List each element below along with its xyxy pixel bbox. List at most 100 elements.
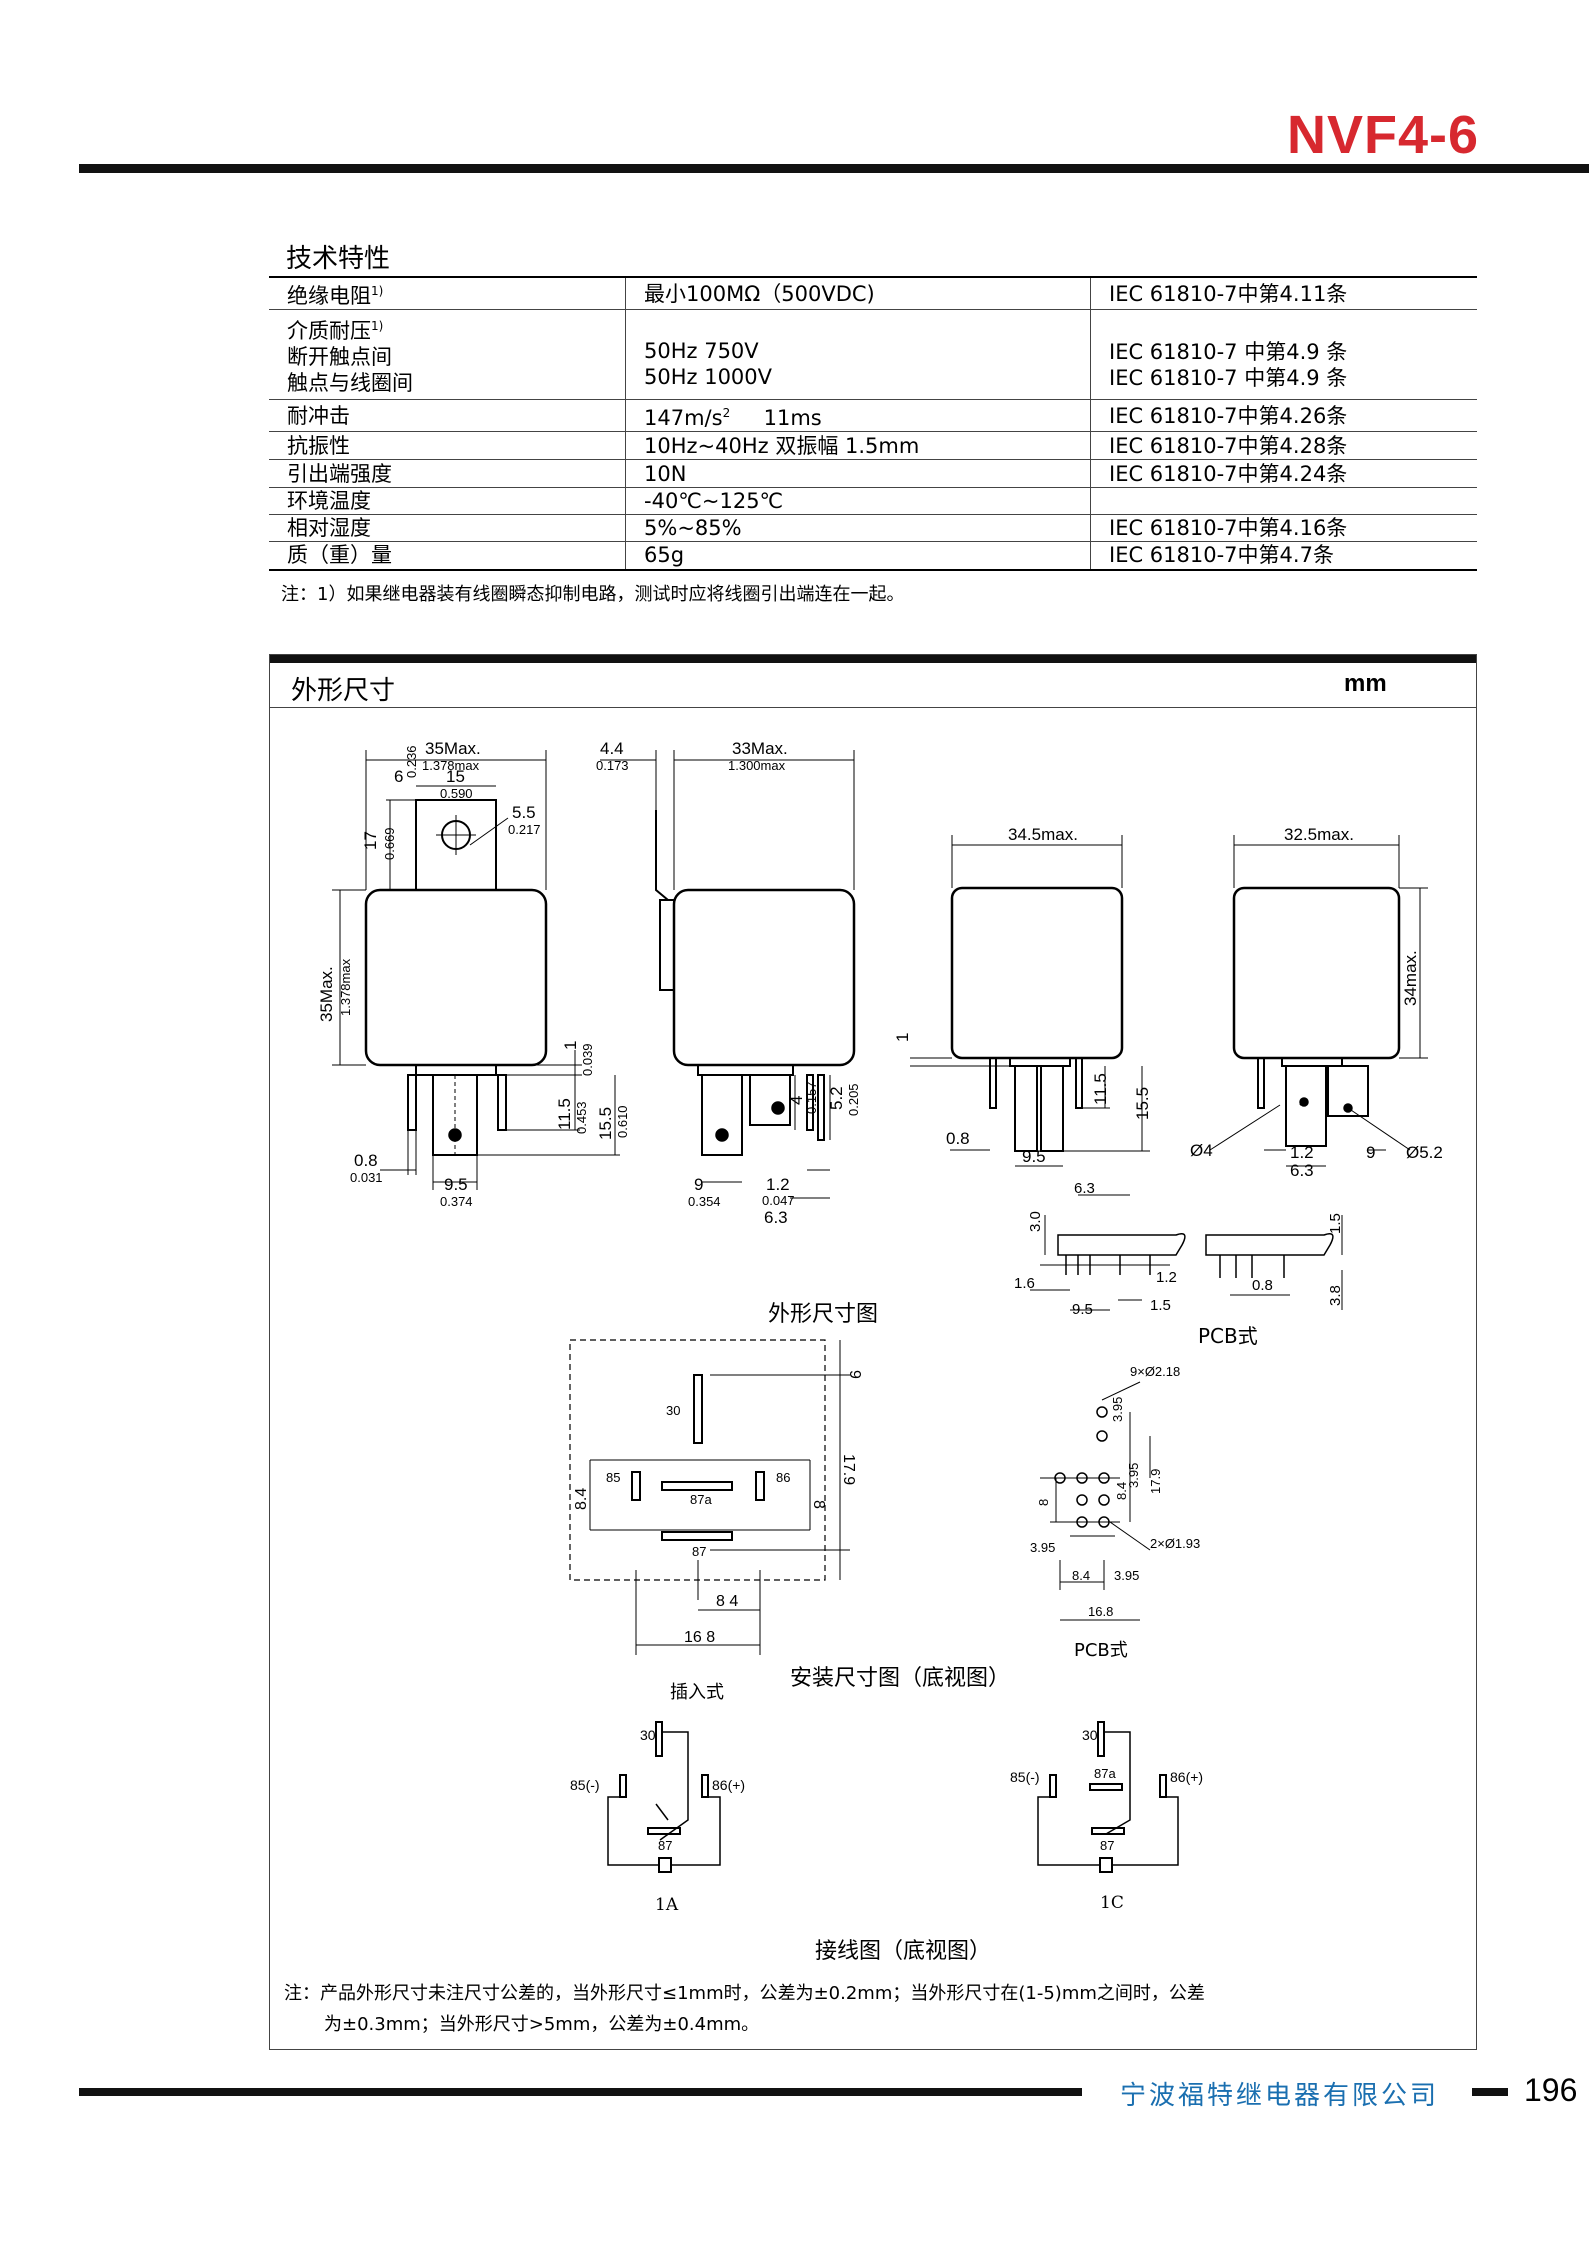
spec-std: IEC 61810-7 中第4.9 条	[1109, 365, 1348, 390]
dim-label: 3.95	[1110, 1397, 1125, 1422]
spec-value: 5%~85%	[625, 514, 1091, 542]
dim-label: 2×Ø1.93	[1150, 1536, 1200, 1551]
front-view-labels: 35Max. 1.378max 15 0.590 6 0.236 5.5 0.2…	[317, 739, 630, 1209]
front-plain-labels: 34.5max. 1 11.5 15.5 0.8 9.5	[893, 825, 1152, 1166]
caption-wiring: 接线图（底视图）	[815, 1939, 992, 1964]
dim-label: 1.5	[1327, 1213, 1344, 1234]
dim-label: 6.3	[1074, 1180, 1095, 1197]
front-view-bracket	[332, 750, 620, 1190]
dim-label: Ø5.2	[1406, 1143, 1443, 1162]
dim-label: 0.8	[946, 1129, 970, 1148]
pin-label: 30	[666, 1403, 680, 1418]
wiring-1a-labels: 30 85(-) 86(+) 87	[570, 1727, 745, 1853]
dim-label: 4.4	[600, 739, 624, 758]
spec-value: 10N	[625, 459, 1091, 488]
pcb-type-labels: 6.3 3.0 1.6 9.5 1.5 1.2 1.5 0.8 3.8	[1014, 1180, 1344, 1318]
dim-label: 1.2	[1290, 1143, 1314, 1162]
side-right-labels: 32.5max. 34max. Ø4 1.2 9 Ø5.2 6.3	[1190, 825, 1443, 1180]
spec-std: IEC 61810-7中第4.11条	[1090, 276, 1477, 310]
dim-label: 1.300max	[728, 758, 786, 773]
dim-label: 1.5	[1150, 1297, 1171, 1314]
bottom-rule	[79, 2088, 1082, 2096]
pin-label: 87	[1100, 1838, 1114, 1853]
dim-label: 1.378max	[422, 758, 480, 773]
wiring-1a-label: 1A	[655, 1895, 679, 1915]
spec-value: 65g	[625, 541, 1091, 571]
spec-std: IEC 61810-7中第4.16条	[1090, 514, 1477, 542]
dim-label: 1.2	[766, 1175, 790, 1194]
spec-value: 50Hz 1000V	[644, 364, 773, 389]
spec-value: 最小100MΩ（500VDC)	[625, 276, 1091, 310]
dim-label: 0.039	[580, 1043, 595, 1076]
dim-label: 32.5max.	[1284, 825, 1354, 844]
pcb-hole-pattern	[1040, 1381, 1151, 1621]
side-view	[600, 750, 856, 1199]
dim-label: 8	[810, 1500, 827, 1509]
panel-top-bar	[270, 655, 1476, 663]
page-number: 196	[1524, 2072, 1578, 2108]
spec-param: 触点与线圈间	[287, 371, 413, 395]
pin-label: 87	[692, 1544, 706, 1559]
spec-value: 50Hz 750V	[644, 338, 759, 363]
spec-note: 注：1）如果继电器装有线圈瞬态抑制电路，测试时应将线圈引出端连在一起。	[281, 584, 905, 605]
dim-label: 33Max.	[732, 739, 788, 758]
spec-table: 绝缘电阻1) 最小100MΩ（500VDC) IEC 61810-7中第4.11…	[269, 276, 1477, 571]
pcb-hole-labels: 9×Ø2.18 3.95 3.95 8.4 8 17.9 2×Ø1.93 3.9…	[1030, 1364, 1200, 1619]
dim-label: 9.5	[1022, 1147, 1046, 1166]
spec-std: IEC 61810-7 中第4.9 条	[1109, 339, 1348, 364]
dim-label: 1	[893, 1033, 912, 1042]
dim-label: 34max.	[1401, 950, 1420, 1006]
dim-label: 6	[394, 767, 403, 786]
dim-label: 0.669	[382, 827, 397, 860]
spec-param: 抗振性	[269, 431, 626, 460]
spec-value: 147m/s	[644, 406, 723, 430]
spec-std: IEC 61810-7中第4.26条	[1090, 399, 1477, 432]
dim-label: 11.5	[555, 1098, 574, 1130]
dim-label: 35Max.	[425, 739, 481, 758]
pin-label: 87a	[1094, 1766, 1116, 1781]
dim-label: 0.374	[440, 1194, 473, 1209]
dim-label: 9	[694, 1175, 703, 1194]
dim-label: 3.95	[1030, 1540, 1055, 1555]
dim-label: 3.95	[1126, 1463, 1141, 1488]
dim-label: 8.4	[573, 1488, 590, 1510]
dim-label: 34.5max.	[1008, 825, 1078, 844]
pin-label: 86(+)	[1170, 1769, 1203, 1785]
dim-label: 1.6	[1014, 1275, 1035, 1292]
spec-value: 10Hz~40Hz 双振幅 1.5mm	[625, 431, 1091, 460]
side-view-right	[1209, 835, 1428, 1167]
pin-label: 85(-)	[570, 1777, 600, 1793]
spec-std: IEC 61810-7中第4.28条	[1090, 431, 1477, 460]
pin-label: 30	[640, 1727, 656, 1743]
dim-label: 0.173	[596, 758, 629, 773]
dim-label: 17.9	[840, 1454, 857, 1485]
dim-label: 4	[787, 1096, 806, 1105]
technical-drawing: 35Max. 1.378max 15 0.590 6 0.236 5.5 0.2…	[317, 739, 1443, 1873]
dim-label: 35Max.	[317, 966, 336, 1022]
dim-label: 8.4	[1114, 1482, 1129, 1500]
spec-param: 引出端强度	[269, 459, 626, 488]
caption-pcb-type: PCB式	[1198, 1324, 1258, 1348]
dim-label: 9.5	[1072, 1301, 1093, 1318]
dim-label: 1.2	[1156, 1269, 1177, 1286]
dim-label: 17	[361, 831, 380, 850]
spec-std	[1090, 487, 1477, 515]
dim-label: 0.8	[1252, 1277, 1273, 1294]
dim-label: 6.3	[764, 1208, 788, 1227]
table-row: 质（重）量 65g IEC 61810-7中第4.7条	[269, 541, 1477, 571]
table-row: 耐冲击 147m/s2 11ms IEC 61810-7中第4.26条	[269, 399, 1477, 432]
dimension-heading: 外形尺寸	[291, 676, 396, 706]
dim-label: 0.8	[354, 1151, 378, 1170]
pin-label: 87a	[690, 1492, 712, 1507]
company-name: 宁波福特继电器有限公司	[1120, 2081, 1440, 2111]
spec-param: 绝缘电阻	[287, 284, 371, 308]
table-row: 相对湿度 5%~85% IEC 61810-7中第4.16条	[269, 514, 1477, 542]
dim-label: 5.2	[827, 1086, 846, 1110]
dim-label: 0.590	[440, 786, 473, 801]
dim-label: 0.453	[574, 1101, 589, 1134]
dim-label: 11.5	[1091, 1073, 1110, 1105]
dim-label: 0.217	[508, 822, 541, 837]
table-row: 绝缘电阻1) 最小100MΩ（500VDC) IEC 61810-7中第4.11…	[269, 276, 1477, 310]
dim-label: 16 8	[684, 1629, 715, 1646]
table-row: 引出端强度 10N IEC 61810-7中第4.24条	[269, 459, 1477, 488]
